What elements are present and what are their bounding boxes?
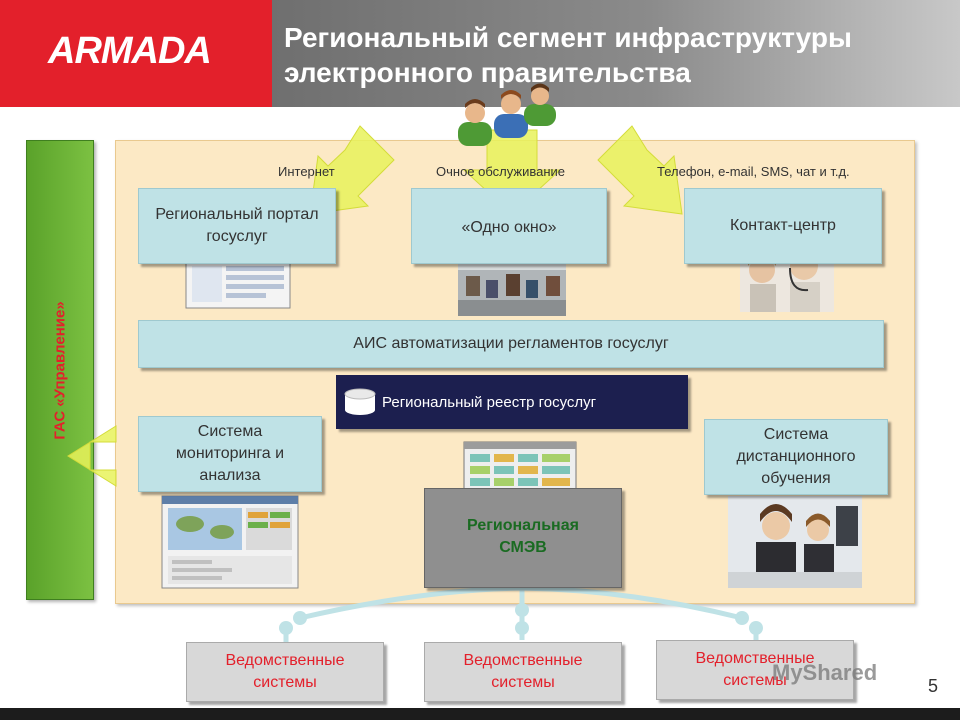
gas-upravlenie-bar bbox=[26, 140, 94, 600]
node bbox=[735, 611, 749, 625]
channel-remote-label: Телефон, e-mail, SMS, чат и т.д. bbox=[657, 164, 850, 179]
node bbox=[515, 603, 529, 617]
watermark: MyShared bbox=[772, 660, 878, 685]
arrow-gas bbox=[67, 425, 117, 487]
database-icon bbox=[344, 388, 376, 415]
channel-internet-label: Интернет bbox=[278, 164, 335, 179]
armada-logo: ARMADA bbox=[48, 30, 212, 72]
ais-box[interactable]: АИС автоматизации регламентов госуслуг bbox=[138, 320, 884, 368]
registry-label: Региональный реестр госуслуг bbox=[382, 393, 597, 411]
logo-block bbox=[0, 0, 272, 107]
smev-label: Региональная СМЭВ bbox=[467, 517, 579, 556]
connector-nodes bbox=[279, 603, 763, 635]
node bbox=[749, 621, 763, 635]
user-icon bbox=[494, 90, 528, 138]
smev-box[interactable] bbox=[424, 488, 622, 588]
department-systems-box-2[interactable]: Ведомственные системы bbox=[424, 642, 622, 702]
page-number: 5 bbox=[928, 676, 939, 696]
page-title: Региональный сегмент инфраструктуры элек… bbox=[284, 20, 954, 90]
title-band bbox=[272, 0, 960, 107]
node bbox=[279, 621, 293, 635]
distance-learning-box[interactable]: Система дистанционного обучения bbox=[704, 419, 888, 495]
distance-learning-photo bbox=[728, 496, 862, 588]
title-line-2: электронного правительства bbox=[284, 57, 691, 88]
bottom-strip bbox=[0, 708, 960, 720]
channel-in-person-label: Очное обслуживание bbox=[436, 164, 566, 179]
contact-center-box[interactable]: Контакт-центр bbox=[684, 188, 882, 264]
user-icon bbox=[524, 83, 556, 126]
node bbox=[515, 621, 529, 635]
monitoring-box[interactable]: Система мониторинга и анализа bbox=[138, 416, 322, 492]
title-line-1: Региональный сегмент инфраструктуры bbox=[284, 22, 852, 53]
users-icon bbox=[458, 83, 556, 146]
user-icon bbox=[458, 99, 492, 146]
department-systems-box-3[interactable]: Ведомственные системы bbox=[656, 640, 854, 700]
one-window-box[interactable]: «Одно окно» bbox=[411, 188, 607, 264]
arrow-remote bbox=[597, 125, 683, 215]
registry-box[interactable]: Региональный реестр госуслуг bbox=[336, 375, 688, 429]
regional-portal-box[interactable]: Региональный портал госуслуг bbox=[138, 188, 336, 264]
department-systems-box-1[interactable]: Ведомственные системы bbox=[186, 642, 384, 702]
monitoring-screenshot-image bbox=[161, 495, 299, 589]
node bbox=[293, 611, 307, 625]
